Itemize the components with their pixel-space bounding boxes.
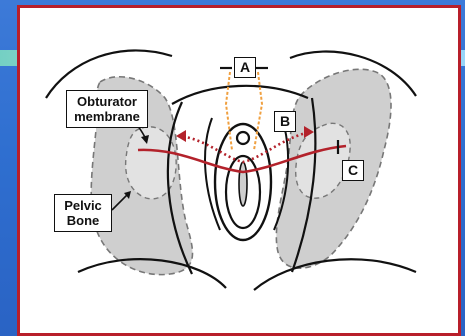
label-b: B [274, 111, 296, 132]
pelvic-bone-label: Pelvic Bone [54, 194, 112, 232]
approach-a-left-path [226, 72, 232, 150]
obturator-membrane-label: Obturator membrane [66, 90, 148, 128]
urethra-slit [239, 162, 247, 206]
label-a: A [234, 57, 256, 78]
right-buttock-curve [254, 259, 416, 290]
pelvic-label-line2: Bone [55, 213, 111, 228]
label-c: C [342, 160, 364, 181]
urethral-meatus [237, 132, 249, 144]
pelvic-label-line1: Pelvic [55, 198, 111, 213]
groin-arch [172, 86, 308, 104]
left-labium-inner [205, 118, 220, 230]
obturator-label-line2: membrane [67, 109, 147, 124]
tape-arrow-left [176, 130, 186, 142]
obturator-label-line1: Obturator [67, 94, 147, 109]
